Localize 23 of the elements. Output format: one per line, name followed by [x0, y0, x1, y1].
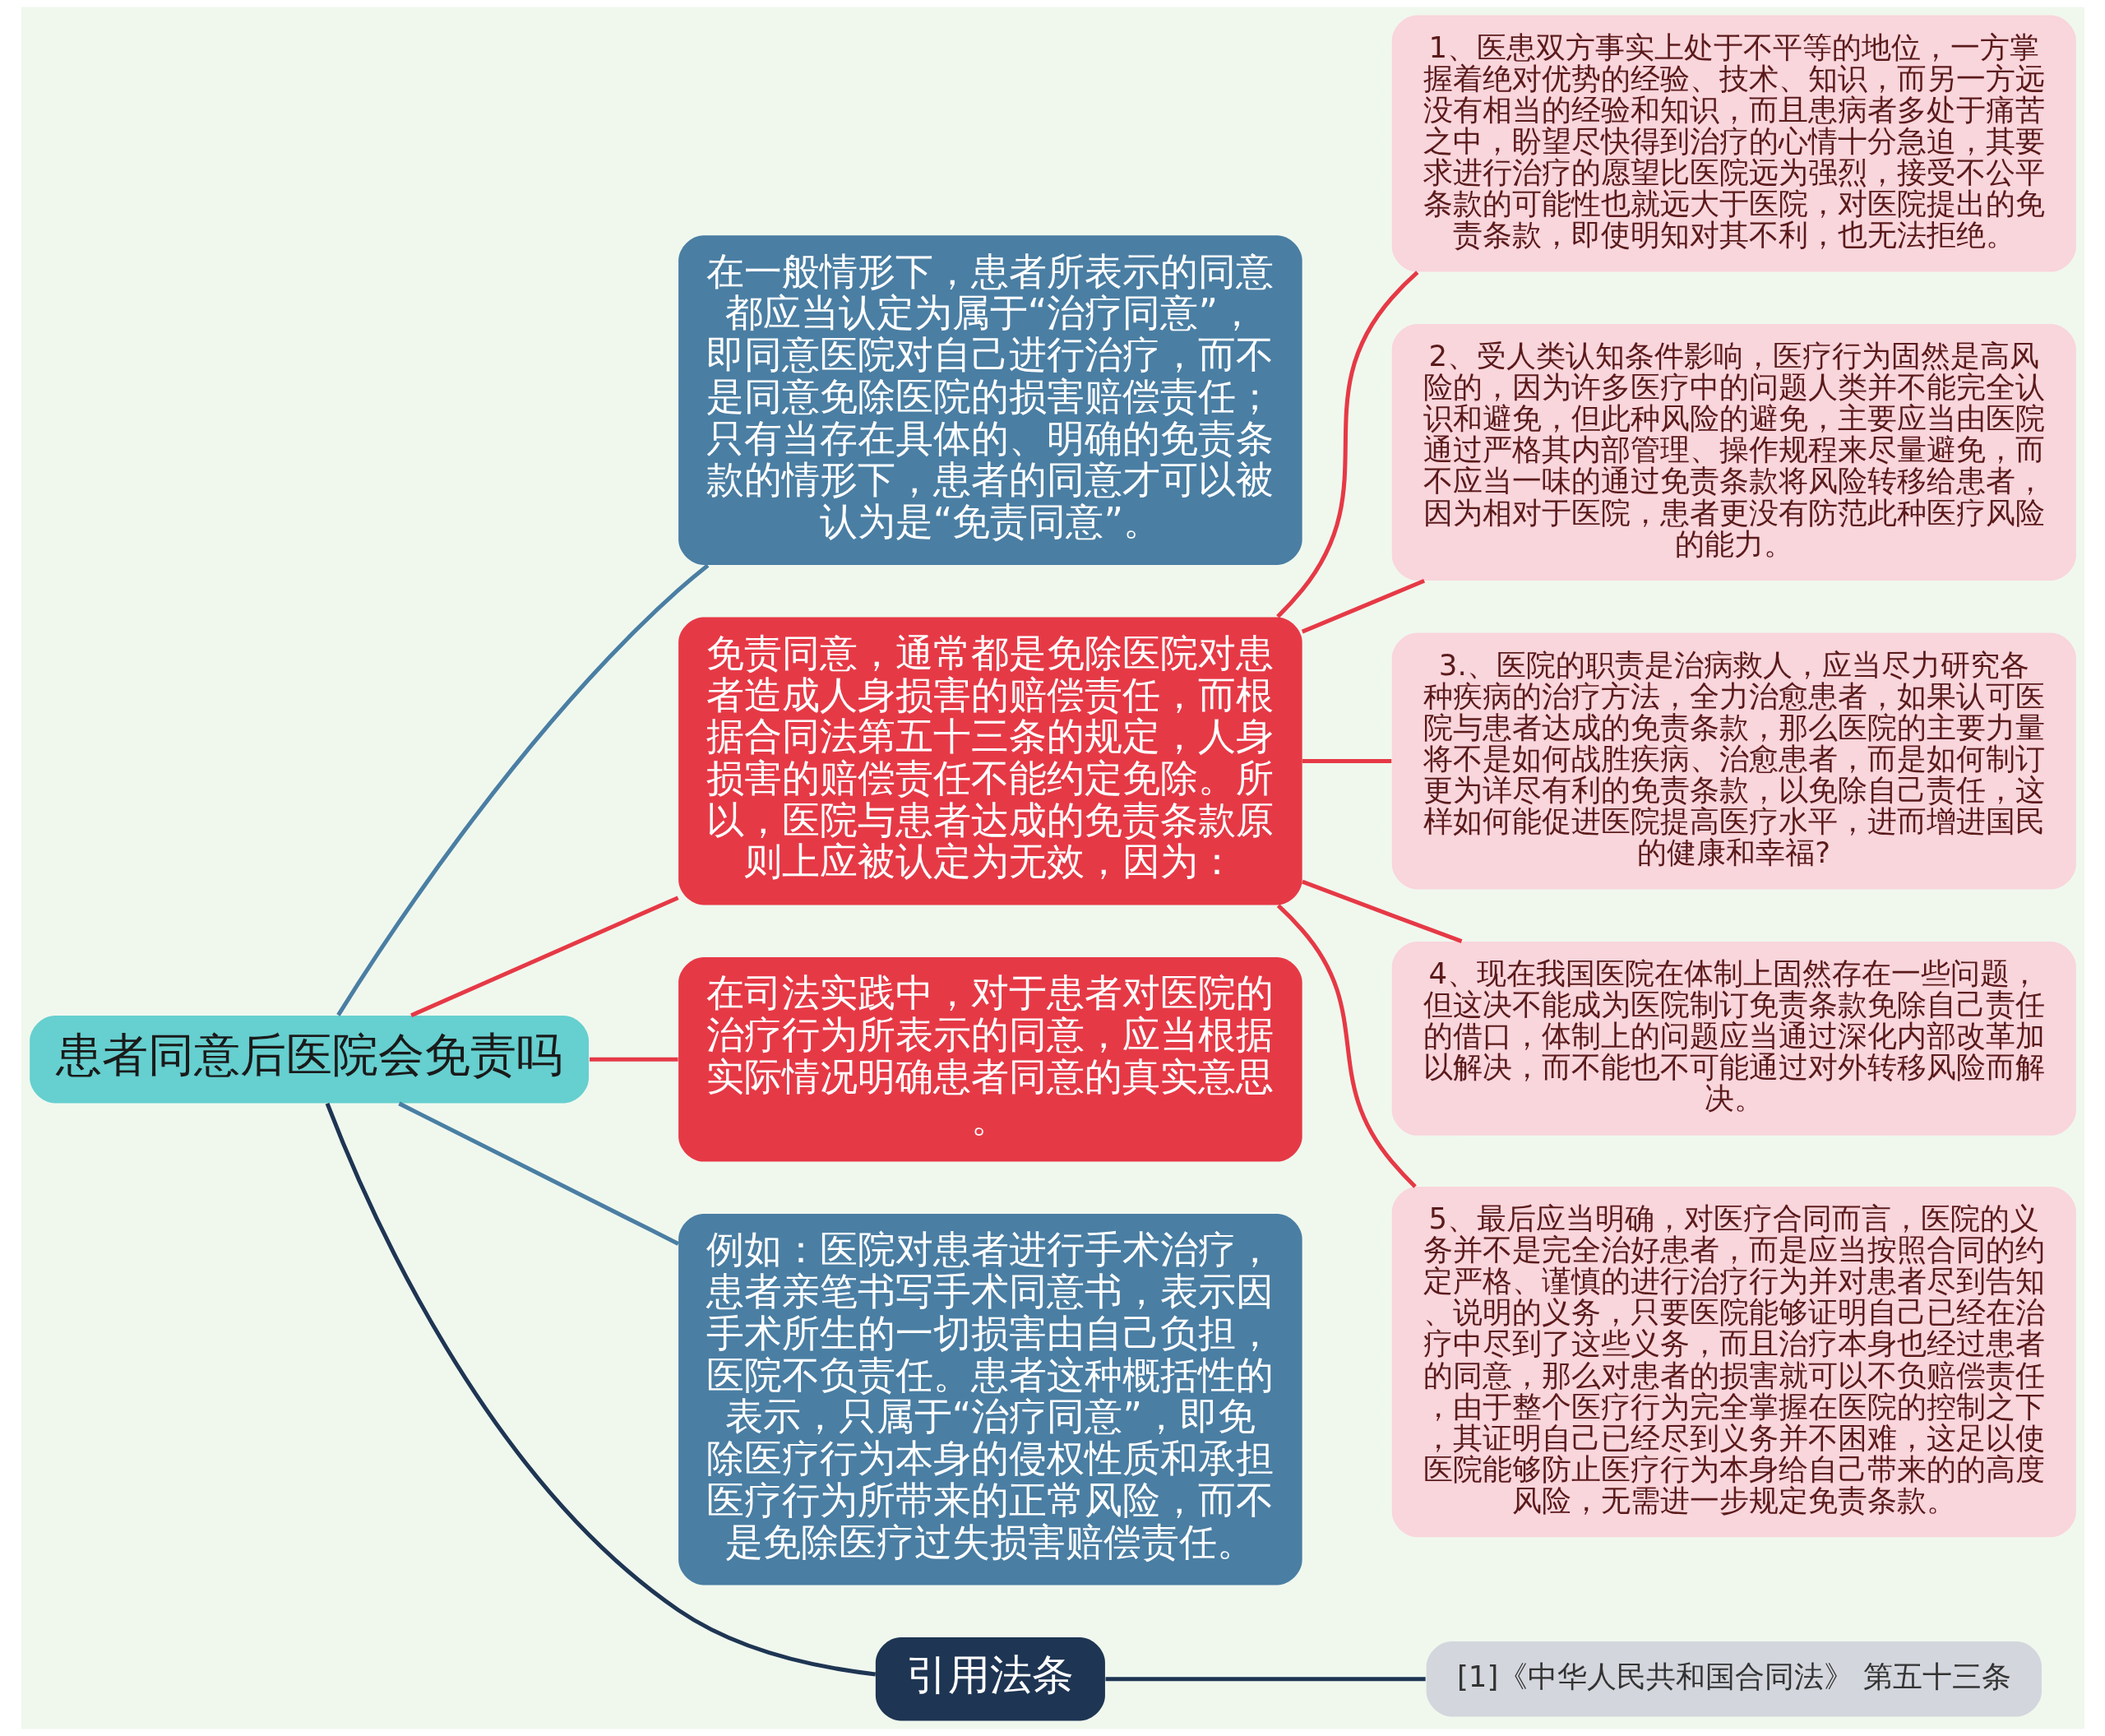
node-box: 5、最后应当明确，对医疗合同而言，医院的义务并不是完全治好患者，而是应当按照合同的约定严格、谨慎的进行治疗行为并对患者尽到告知、说明的义务，只要医院能够证明自己已经在治疗中尽到了这些义务，而且治疗本身也经过患者的同意，那么对患者的损害就可以不负赔偿责任，由于整个医疗行为完全掌握在医院的控制之下，其证明自己已经尽到义务并不困难，这足以使医院能够防止医疗行为本身给自己带来的的高度风险，无需进一步规定免责条款。	[1391, 1187, 2076, 1538]
connector	[1301, 879, 1462, 944]
connector	[325, 1102, 876, 1677]
connector	[409, 896, 679, 1018]
node-box: 2、受人类认知条件影响，医疗行为固然是高风险的，因为许多医疗中的问题人类并不能完全认识和避免，但此种风险的避免，主要应当由医院通过严格其内部管理、操作规程来尽量避免，而不应当一味的通过免责条款将风险转移给患者，因为相对于医院，患者更没有防范此种医疗风险的能力。	[1391, 324, 2076, 581]
node-box: 在司法实践中，对于患者对医院的治疗行为所表示的同意，应当根据实际情况明确患者同意的真实意思。	[678, 956, 1302, 1162]
node-box: 免责同意，通常都是免除医院对患者造成人身损害的赔偿责任，而根据合同法第五十三条的规定，人身损害的赔偿责任不能约定免除。所以，医院与患者达成的免责条款原则上应被认定为无效，因为：	[678, 617, 1302, 905]
node-box: 1、医患双方事实上处于不平等的地位，一方掌握着绝对优势的经验、技术、知识，而另一方远没有相当的经验和知识，而且患病者多处于痛苦之中，盼望尽快得到治疗的心情十分急迫，其要求进行治疗的愿望比医院远为强烈，接受不公平条款的可能性也就远大于医院，对医院提出的免责条款，即使明知对其不利，也无法拒绝。	[1391, 15, 2076, 272]
connector	[1301, 578, 1425, 634]
connector	[335, 563, 709, 1016]
node-box: 引用法条	[875, 1637, 1105, 1721]
node-box: 患者同意后医院会免责吗	[29, 1016, 589, 1104]
node-box: 4、现在我国医院在体制上固然存在一些问题，但这决不能成为医院制订免责条款免除自己责任的借口，体制上的问题应当通过深化内部改革加以解决，而不能也不可能通过对外转移风险而解决。	[1391, 941, 2076, 1136]
connector	[1302, 758, 1391, 763]
node-box: [1]《中华人民共和国合同法》 第五十三条	[1426, 1641, 2042, 1717]
connector	[397, 1101, 679, 1246]
connector	[589, 1057, 678, 1062]
connector	[1276, 904, 1417, 1188]
connector	[1275, 271, 1418, 618]
connector	[1105, 1677, 1426, 1682]
node-box: 例如：医院对患者进行手术治疗，患者亲笔书写手术同意书，表示因手术所生的一切损害由自己负担，医院不负责任。患者这种概括性的表示，只属于“治疗同意”，即免除医疗行为本身的侵权性质和承担医疗行为所带来的正常风险，而不是免除医疗过失损害赔偿责任。	[678, 1214, 1302, 1586]
node-box: 在一般情形下，患者所表示的同意都应当认定为属于“治疗同意”，即同意医院对自己进行治疗，而不是同意免除医院的损害赔偿责任；只有当存在具体的、明确的免责条款的情形下，患者的同意才可以被认为是“免责同意”。	[678, 235, 1302, 565]
node-box: 3.、医院的职责是治病救人，应当尽力研究各种疾病的治疗方法，全力治愈患者，如果认可医院与患者达成的免责条款，那么医院的主要力量将不是如何战胜疾病、治愈患者，而是如何制订更为详尽有利的免责条款，以免除自己责任，这样如何能促进医院提高医疗水平，进而增进国民的健康和幸福?	[1391, 632, 2076, 890]
